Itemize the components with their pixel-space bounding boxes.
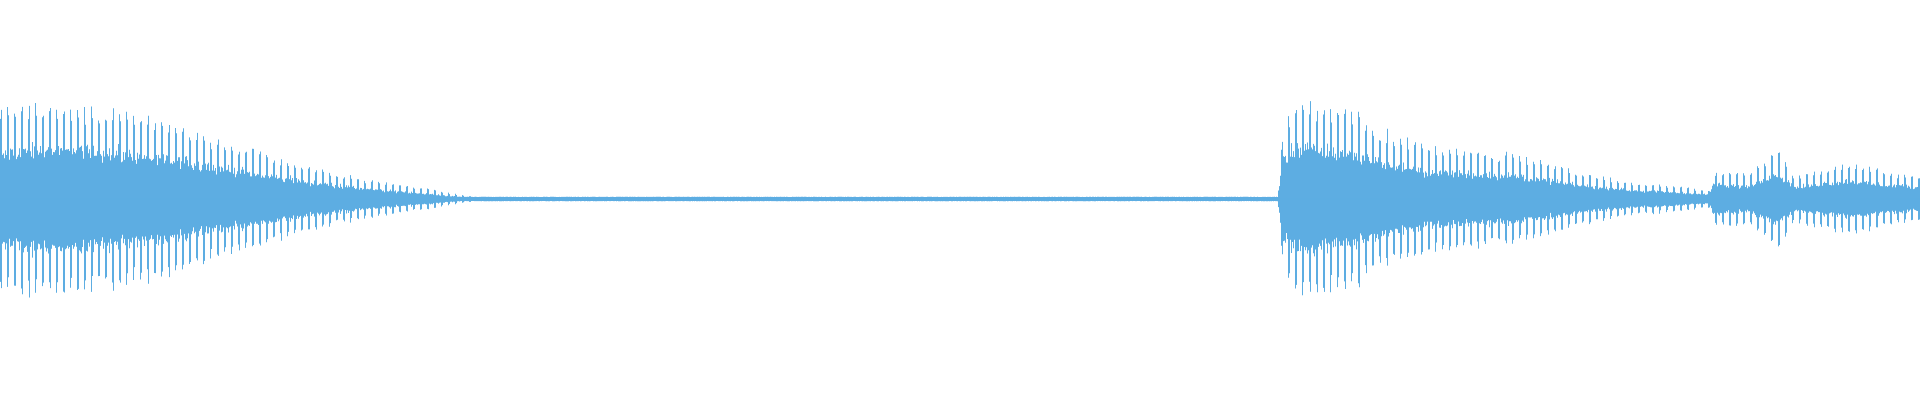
audio-waveform[interactable] — [0, 0, 1920, 400]
waveform-canvas[interactable] — [0, 0, 1920, 400]
